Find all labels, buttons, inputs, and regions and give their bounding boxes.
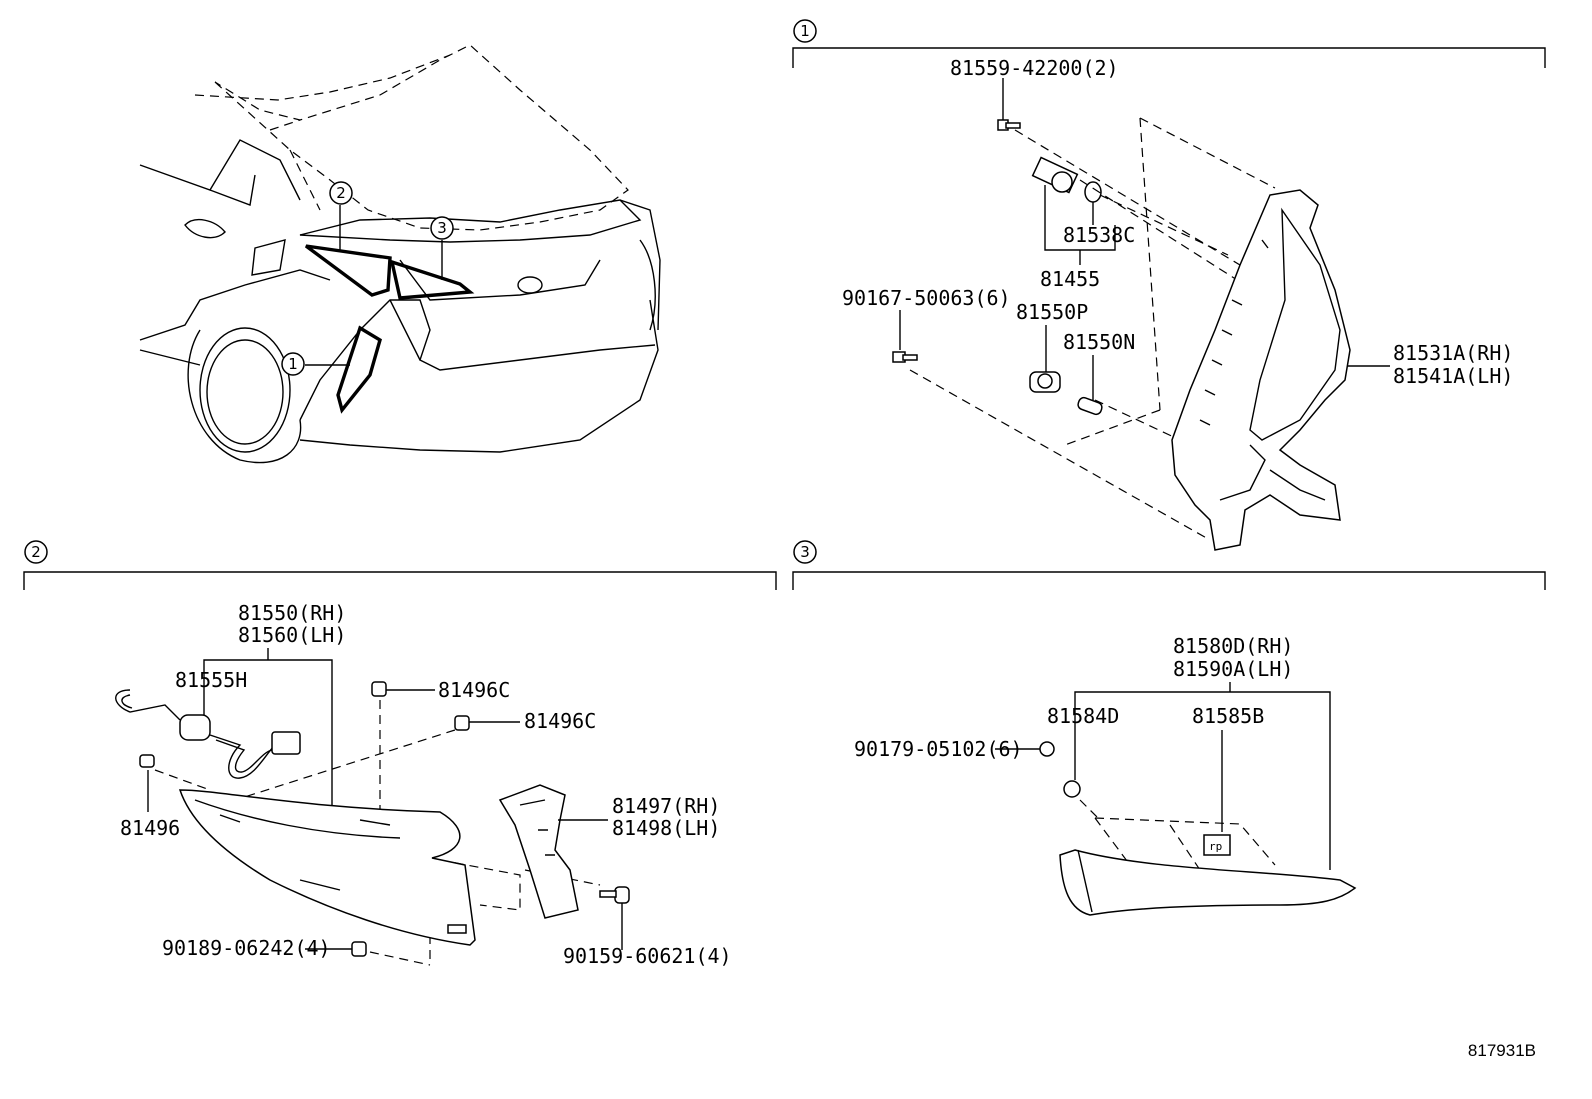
part-90179-05102[interactable]: 90179-05102(6) bbox=[854, 737, 1023, 761]
section-1-marker[interactable]: 1 bbox=[793, 19, 817, 43]
part-90167-50063[interactable]: 90167-50063(6) bbox=[842, 286, 1011, 310]
callout-3[interactable]: 3 bbox=[430, 216, 454, 240]
part-81555h[interactable]: 81555H bbox=[175, 668, 247, 692]
clip-icon bbox=[1039, 741, 1081, 798]
section-2-bracket bbox=[23, 571, 777, 590]
screw-icon bbox=[997, 119, 1021, 131]
wire-harness-icon bbox=[115, 689, 301, 779]
section-3-marker[interactable]: 3 bbox=[793, 540, 817, 564]
part-81496[interactable]: 81496 bbox=[120, 816, 180, 840]
reflector-label-icon: rp bbox=[1203, 834, 1231, 856]
svg-text:2: 2 bbox=[336, 184, 346, 202]
nut-icon bbox=[351, 941, 367, 957]
part-81541a-lh[interactable]: 81541A(LH) bbox=[1393, 364, 1513, 388]
bulb-icon bbox=[1029, 371, 1061, 393]
screw-icon bbox=[892, 351, 918, 363]
part-81580d-rh[interactable]: 81580D(RH) bbox=[1173, 634, 1293, 658]
rear-garnish-reflector bbox=[1059, 849, 1357, 916]
part-81496c-lower[interactable]: 81496C bbox=[524, 709, 596, 733]
svg-text:3: 3 bbox=[437, 219, 447, 237]
part-81590a-lh[interactable]: 81590A(LH) bbox=[1173, 657, 1293, 681]
section-1-bracket bbox=[792, 47, 1546, 68]
part-81550n[interactable]: 81550N bbox=[1063, 330, 1135, 354]
part-81498-lh[interactable]: 81498(LH) bbox=[612, 816, 720, 840]
section-1: 1 81559-42200(2) 81538C 81455 bbox=[792, 19, 1546, 551]
callout-1[interactable]: 1 bbox=[281, 352, 305, 376]
clip-icon bbox=[139, 754, 155, 768]
section-2-marker[interactable]: 2 bbox=[24, 540, 48, 564]
part-81560-lh[interactable]: 81560(LH) bbox=[238, 623, 346, 647]
part-90159-60621[interactable]: 90159-60621(4) bbox=[563, 944, 732, 968]
bulb-socket-icon bbox=[1031, 156, 1079, 194]
vehicle-overview: 2 3 1 bbox=[139, 44, 661, 464]
side-marker-lamp-assembly bbox=[1171, 189, 1351, 551]
part-81455[interactable]: 81455 bbox=[1040, 267, 1100, 291]
part-81559-42200[interactable]: 81559-42200(2) bbox=[950, 56, 1119, 80]
part-81550-rh[interactable]: 81550(RH) bbox=[238, 601, 346, 625]
callout-2[interactable]: 2 bbox=[329, 181, 353, 205]
lamp-bracket bbox=[498, 784, 579, 919]
section-3-bracket bbox=[792, 571, 1546, 590]
part-81496c-upper[interactable]: 81496C bbox=[438, 678, 510, 702]
section-3: 3 81580D(RH) 81590A(LH) 81584D 81585B 90… bbox=[792, 540, 1546, 916]
section-2: 2 81550(RH) 81560(LH) 81555H 81496 81496… bbox=[23, 540, 777, 968]
part-81550p[interactable]: 81550P bbox=[1016, 300, 1088, 324]
svg-text:3: 3 bbox=[800, 543, 810, 561]
diagram-reference-code: 817931B bbox=[1468, 1041, 1536, 1060]
tail-lamp-lens bbox=[178, 789, 476, 946]
part-81497-rh[interactable]: 81497(RH) bbox=[612, 794, 720, 818]
svg-text:2: 2 bbox=[31, 543, 41, 561]
bulb-icon bbox=[1077, 396, 1103, 416]
part-81531a-rh[interactable]: 81531A(RH) bbox=[1393, 341, 1513, 365]
reflector-label-mark: rp bbox=[1209, 840, 1222, 853]
svg-text:1: 1 bbox=[288, 355, 298, 373]
part-90189-06242[interactable]: 90189-06242(4) bbox=[162, 936, 331, 960]
svg-text:1: 1 bbox=[800, 22, 810, 40]
clip-icon bbox=[371, 681, 387, 697]
part-81538c[interactable]: 81538C bbox=[1063, 223, 1135, 247]
part-81584d[interactable]: 81584D bbox=[1047, 704, 1119, 728]
part-81585b[interactable]: 81585B bbox=[1192, 704, 1264, 728]
screw-icon bbox=[599, 886, 630, 904]
clip-icon bbox=[454, 715, 470, 731]
